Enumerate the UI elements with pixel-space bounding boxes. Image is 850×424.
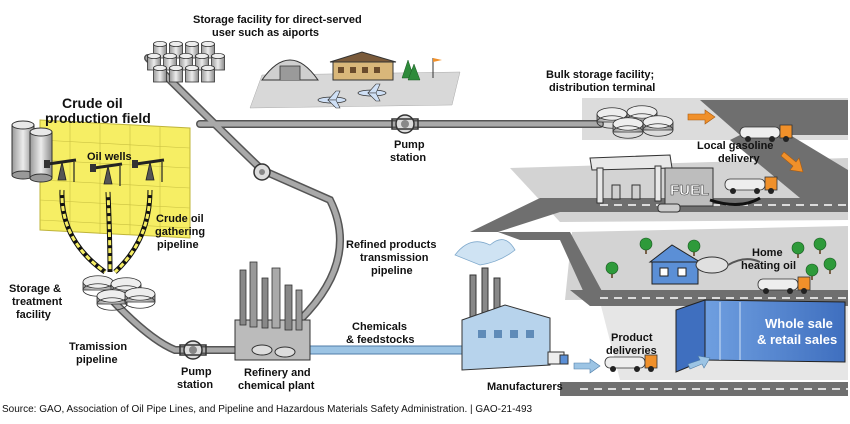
wholesale-label-2: & retail sales: [757, 332, 837, 347]
crude-field-tanks: [11, 120, 53, 183]
label-oil-wells: Oil wells: [87, 151, 132, 163]
oil-wells: [44, 158, 165, 186]
road-main-upper: [700, 100, 848, 135]
home: [648, 244, 761, 285]
label-gathering-3: pipeline: [157, 239, 199, 251]
label-product-1: Product: [611, 332, 653, 344]
treatment-storage-tanks: [82, 275, 156, 311]
transmission-pipeline: [108, 296, 244, 354]
oil-field-area: [39, 119, 191, 239]
label-chemicals-2: & feedstocks: [346, 334, 414, 346]
source-note: Source: GAO, Association of Oil Pipe Lin…: [2, 404, 533, 415]
label-home-2: heating oil: [741, 260, 796, 272]
hangar: [261, 59, 319, 81]
road-dashes: [580, 204, 848, 390]
arrow-to-gasoline-1: [687, 109, 716, 125]
airport-ground: [249, 71, 461, 109]
road-vertical-left: [498, 232, 610, 306]
trees-airport: [401, 59, 421, 81]
label-bulk-1: Bulk storage facility;: [546, 69, 654, 81]
factory: [454, 239, 551, 371]
road-band-1: [470, 198, 848, 232]
label-storage-direct-1: Storage facility for direct-served: [193, 14, 362, 26]
label-refinery-1: Refinery and: [244, 367, 311, 379]
label-gathering-1: Crude oil: [156, 213, 204, 225]
feedstock-pipeline: [309, 345, 476, 355]
labels: Storage facility for direct-served user …: [9, 14, 796, 393]
label-pump-top-1: Pump: [394, 139, 425, 151]
factory-truck: [547, 351, 569, 365]
label-manufacturers: Manufacturers: [487, 381, 563, 393]
small-car: [657, 203, 681, 213]
gathering-pipelines-dash: [60, 189, 152, 274]
airplanes: [317, 83, 387, 109]
valve-refined-pipeline: [253, 163, 271, 181]
flow-arrows: [573, 109, 804, 374]
bulk-storage-tanks: [596, 105, 674, 139]
fuel-sign: FUEL: [670, 182, 709, 199]
airport-storage-tanks: [147, 41, 225, 83]
label-bulk-2: distribution terminal: [549, 82, 655, 94]
label-pump-left-1: Pump: [181, 366, 212, 378]
pump-station-left: [179, 340, 207, 360]
label-refined-2: transmission: [360, 252, 429, 264]
trees: [605, 237, 837, 280]
label-refinery-2: chemical plant: [238, 380, 315, 392]
oil-field-grid: [39, 122, 191, 237]
label-gasoline-1: Local gasoline: [697, 140, 773, 152]
arrow-product-1: [573, 358, 601, 374]
label-home-1: Home: [752, 247, 783, 259]
label-storage-treat-1: Storage &: [9, 283, 61, 295]
pump-station-top: [391, 114, 419, 134]
label-tramission-1: Tramission: [69, 341, 127, 353]
label-refined-3: pipeline: [371, 265, 413, 277]
roads: [470, 100, 848, 396]
label-storage-treat-2: treatment: [12, 296, 62, 308]
label-storage-direct-2: user such as aiports: [212, 27, 319, 39]
label-pump-top-2: station: [390, 152, 426, 164]
arrow-product-2: [687, 355, 711, 370]
gas-station: FUEL: [589, 154, 761, 207]
refinery: [234, 261, 311, 361]
arrow-to-gasoline-2: [780, 151, 804, 173]
label-gasoline-2: delivery: [718, 153, 760, 165]
label-crude-field-2: production field: [45, 110, 151, 126]
label-gathering-2: gathering: [155, 226, 205, 238]
wholesale-label-1: Whole sale: [765, 316, 833, 331]
road-diagonal-upper: [730, 135, 848, 198]
label-chemicals-1: Chemicals: [352, 321, 407, 333]
label-product-2: deliveries: [606, 345, 657, 357]
label-crude-field-1: Crude oil: [62, 95, 123, 111]
retail-building: Whole sale & retail sales: [675, 299, 846, 373]
label-refined-1: Refined products: [346, 239, 436, 251]
terminal-building: [329, 51, 397, 81]
road-bottom: [560, 382, 848, 396]
label-pump-left-2: station: [177, 379, 213, 391]
tanker-trucks: [604, 124, 811, 372]
label-storage-treat-3: facility: [16, 309, 52, 321]
windsock: [432, 58, 442, 78]
label-tramission-2: pipeline: [76, 354, 118, 366]
